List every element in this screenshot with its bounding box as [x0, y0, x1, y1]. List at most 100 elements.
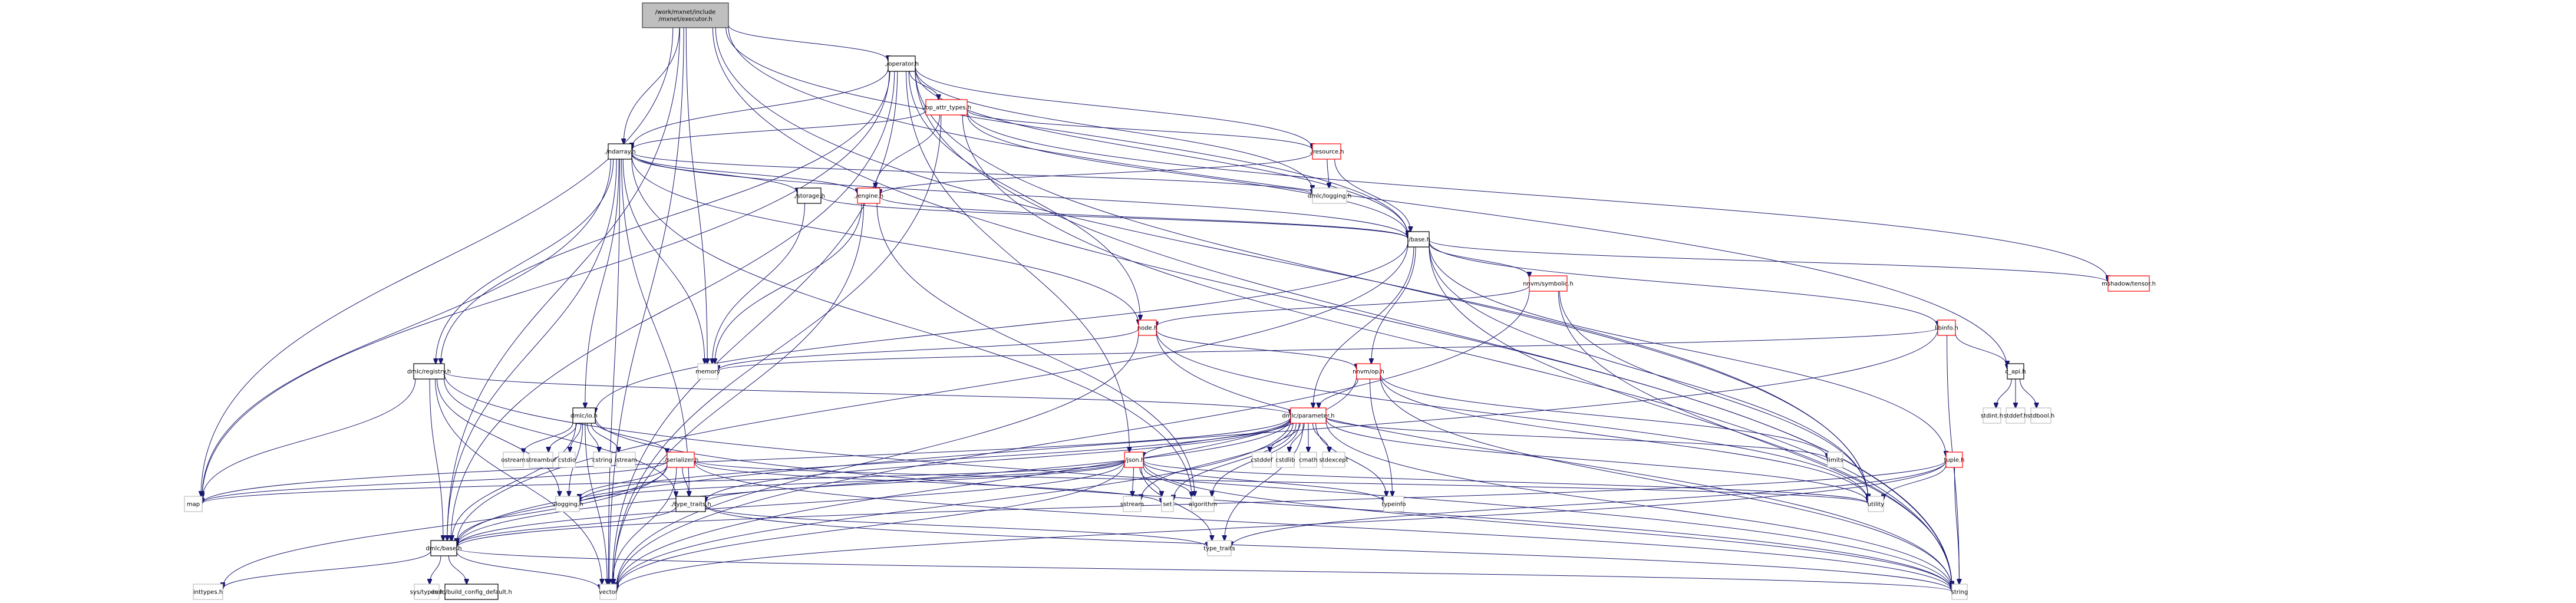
node-box — [1951, 584, 1968, 600]
edge-type_traits_h-to-dmlc_base — [457, 506, 677, 546]
node-nnvm-symbolic[interactable]: nnvm/symbolic.h — [1523, 275, 1574, 292]
node-label: stdexcept — [1319, 457, 1348, 464]
node-box — [1827, 452, 1843, 468]
node-dmlc-io[interactable]: dmlc/io.h — [570, 407, 598, 424]
node-ndarray[interactable]: ./ndarray.h — [604, 143, 636, 160]
node-node[interactable]: node.h — [1137, 319, 1157, 336]
node-storage[interactable]: ./storage.h — [793, 187, 825, 204]
node-label: ./engine.h — [854, 193, 883, 200]
edge-dmlc_parameter-to-utility — [1325, 418, 1868, 503]
node-string: string — [1951, 584, 1968, 600]
node-dmlc-logging: dmlc/logging.h — [1308, 187, 1351, 204]
node-base[interactable]: ./base.h — [1407, 231, 1430, 248]
node-cstdio: cstdio — [558, 452, 576, 468]
node-label: dmlc/logging.h — [1308, 193, 1351, 200]
edge-ndarray-to-dmlc_registry — [436, 159, 614, 364]
node-utility: utility — [1868, 496, 1884, 512]
edge-dmlc_registry-to-type_traits_h — [444, 378, 676, 496]
node-label: set — [1163, 502, 1172, 508]
edge-base-to-dmlc_base — [457, 242, 1409, 544]
node-libinfo[interactable]: libinfo.h — [1935, 319, 1958, 336]
node-mshadow-tensor[interactable]: mshadow/tensor.h — [2102, 275, 2156, 292]
node-box — [1322, 452, 1345, 468]
node-label: stddef.h — [2004, 413, 2027, 420]
edge-operator-to-utility — [915, 70, 1868, 500]
node-build-config[interactable]: dmlc/build_config_default.h — [431, 584, 512, 600]
edge-ndarray-to-base — [631, 153, 1408, 238]
node-label: ./type_traits.h — [670, 502, 711, 508]
node-box — [675, 496, 706, 512]
edge-tuple-to-vector — [616, 460, 1947, 591]
node-json[interactable]: ./json.h — [1123, 452, 1145, 468]
node-box — [1983, 407, 2001, 424]
edge-json-to-algorithm — [1143, 466, 1192, 497]
edge-operator-to-dmlc_logging — [915, 68, 1312, 190]
edge-op_attr_types-to-engine — [875, 114, 941, 188]
edge-nnvm_op-to-limits — [1380, 373, 1828, 459]
node-label: stdbool.h — [2027, 413, 2054, 420]
edge-storage-to-memory — [713, 203, 805, 364]
node-label: map — [187, 502, 200, 508]
node-op-attr-types[interactable]: ./op_attr_types.h — [922, 99, 971, 116]
node-box — [1123, 496, 1142, 512]
edge-libinfo-to-memory — [718, 328, 1938, 371]
node-box — [1207, 540, 1232, 556]
edge-engine-to-algorithm — [876, 203, 1195, 496]
edge-dmlc_parameter-to-dmlc_base — [457, 418, 1291, 546]
edge-base-to-nnvm_symbolic — [1429, 243, 1529, 277]
edge-ndarray-to-dmlc_base — [447, 159, 617, 541]
node-label: stdint.h — [1981, 413, 2003, 420]
edge-nnvm_symbolic-to-string — [1558, 291, 1952, 586]
node-resource[interactable]: ./resource.h — [1309, 143, 1344, 160]
edge-json-to-dmlc_base — [457, 460, 1125, 546]
node-logging: ./logging.h — [552, 496, 583, 512]
edge-dmlc_io-to-streambuf — [549, 423, 577, 452]
node-sys-types: sys/types.h — [410, 584, 443, 600]
node-box — [558, 452, 576, 468]
node-executor[interactable]: /work/mxnet/include/mxnet/executor.h — [642, 2, 729, 28]
node-box — [1383, 496, 1404, 512]
node-dmlc-base[interactable]: dmlc/base.h — [426, 540, 462, 556]
node-c-api[interactable]: c_api.h — [2005, 363, 2026, 380]
edge-base-to-dmlc_parameter — [1313, 246, 1414, 408]
node-serializer[interactable]: ./serializer.h — [663, 452, 699, 468]
edge-resource-to-engine — [880, 153, 1313, 195]
node-label: istream — [615, 457, 637, 464]
node-label: ./logging.h — [552, 502, 583, 508]
node-limits: limits — [1827, 452, 1843, 468]
edge-ndarray-to-storage — [631, 154, 797, 193]
node-type-traits: type_traits — [1203, 540, 1235, 556]
node-streambuf: streambuf — [526, 452, 556, 468]
node-operator[interactable]: ./operator.h — [885, 55, 919, 72]
edge-dmlc_io-to-logging — [569, 423, 583, 496]
node-box — [593, 452, 612, 468]
node-dmlc-parameter[interactable]: dmlc/parameter.h — [1282, 407, 1335, 424]
node-dmlc-registry[interactable]: dmlc/registry.h — [407, 363, 451, 380]
edge-executor-to-dmlc_base — [447, 27, 680, 541]
node-nnvm-op[interactable]: nnvm/op.h — [1353, 363, 1384, 380]
node-engine[interactable]: ./engine.h — [854, 187, 883, 204]
edge-dmlc_io-to-vector — [585, 423, 607, 584]
node-tuple[interactable]: tuple.h — [1944, 452, 1965, 468]
edge-executor-to-operator — [728, 25, 888, 61]
edge-dmlc_parameter-to-map — [202, 417, 1291, 503]
edge-serializer-to-vector — [612, 467, 677, 584]
edge-dmlc_io-to-ostream — [523, 422, 573, 454]
edge-operator-to-op_attr_types — [909, 71, 938, 100]
edge-c_api-to-stdint — [1996, 378, 2012, 408]
edge-json-to-type_traits — [1141, 467, 1212, 541]
node-box — [503, 452, 524, 468]
node-label: algorithm — [1189, 502, 1217, 508]
node-box — [925, 99, 968, 116]
edge-executor-to-map — [201, 27, 674, 496]
node-box — [193, 584, 223, 600]
edge-dmlc_io-to-string — [595, 417, 1952, 591]
node-cstddef: cstddef — [1251, 452, 1273, 468]
edge-nnvm_symbolic-to-vector — [616, 289, 1530, 589]
edge-dmlc_base-to-sys_types — [430, 555, 441, 584]
node-label: dmlc/registry.h — [407, 369, 451, 375]
edge-operator-to-dmlc_base — [451, 71, 895, 541]
edge-nnvm_op-to-typeinfo — [1370, 378, 1393, 496]
node-type-traits-h[interactable]: ./type_traits.h — [670, 496, 711, 512]
edge-dmlc_io-to-dmlc_base — [452, 423, 576, 541]
